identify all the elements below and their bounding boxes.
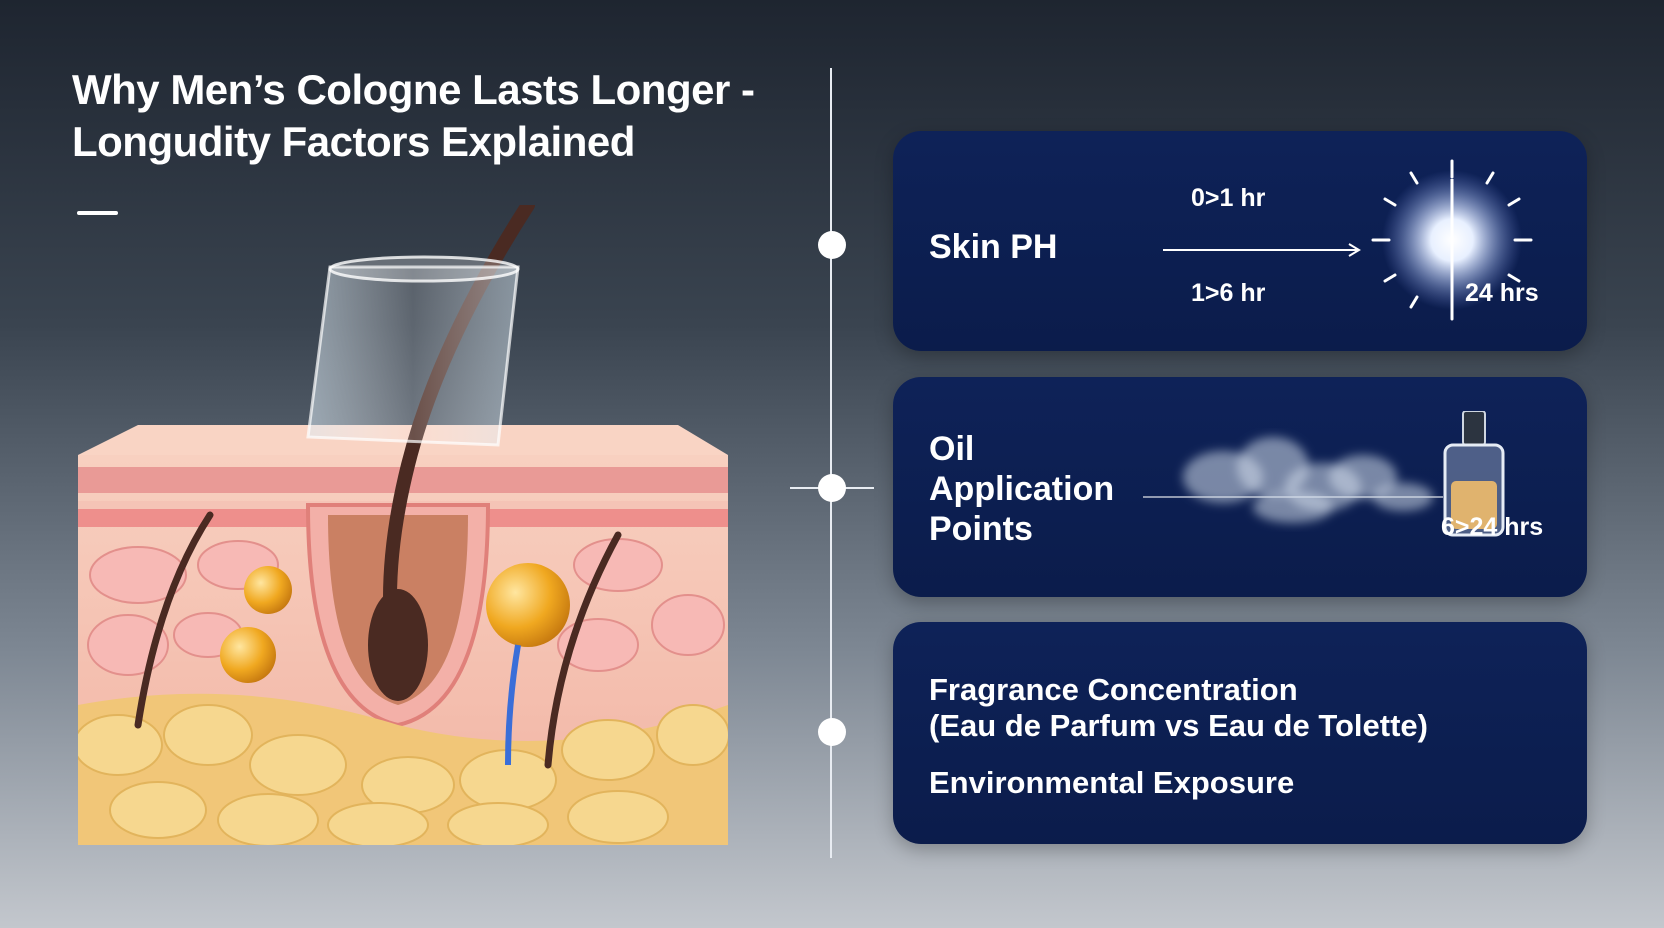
timeline-node xyxy=(818,474,846,502)
time-label-bottom: 1>6 hr xyxy=(1191,279,1266,307)
timeline-node xyxy=(818,231,846,259)
factors-card: Fragrance Concentration (Eau de Parfum v… xyxy=(893,622,1587,844)
fragrance-concentration-label: Fragrance Concentration xyxy=(929,672,1298,707)
oil-droplet xyxy=(244,566,292,614)
spray-mist-icon xyxy=(1143,437,1443,523)
page-title: Why Men’s Cologne Lasts Longer - Longudi… xyxy=(72,66,755,165)
card-title: Oil Application Points xyxy=(929,430,1115,548)
environmental-exposure-label: Environmental Exposure xyxy=(929,765,1295,800)
duration-label: 6>24 hrs xyxy=(1441,513,1544,541)
skin-cross-section-illustration xyxy=(78,205,728,845)
timeline-node xyxy=(818,718,846,746)
glass-cylinder xyxy=(306,265,520,447)
oil-droplet xyxy=(220,627,276,683)
clock-burst-icon xyxy=(1371,159,1533,321)
arrow-right-icon xyxy=(1163,243,1361,257)
perfume-bottle-icon xyxy=(1443,411,1505,537)
oil-application-card: Oil Application Points 6>24 hrs xyxy=(893,377,1587,597)
title-underline xyxy=(77,211,118,215)
concentration-comparison-label: (Eau de Parfum vs Eau de Tolette) xyxy=(929,708,1428,743)
card-title: Skin PH xyxy=(929,228,1058,266)
time-label-top: 0>1 hr xyxy=(1191,184,1266,212)
timeline-line xyxy=(830,68,832,858)
duration-label: 24 hrs xyxy=(1465,279,1539,307)
skin-ph-card: Skin PH 0>1 hr 1>6 hr 24 hrs xyxy=(893,131,1587,351)
oil-droplet xyxy=(486,563,570,647)
